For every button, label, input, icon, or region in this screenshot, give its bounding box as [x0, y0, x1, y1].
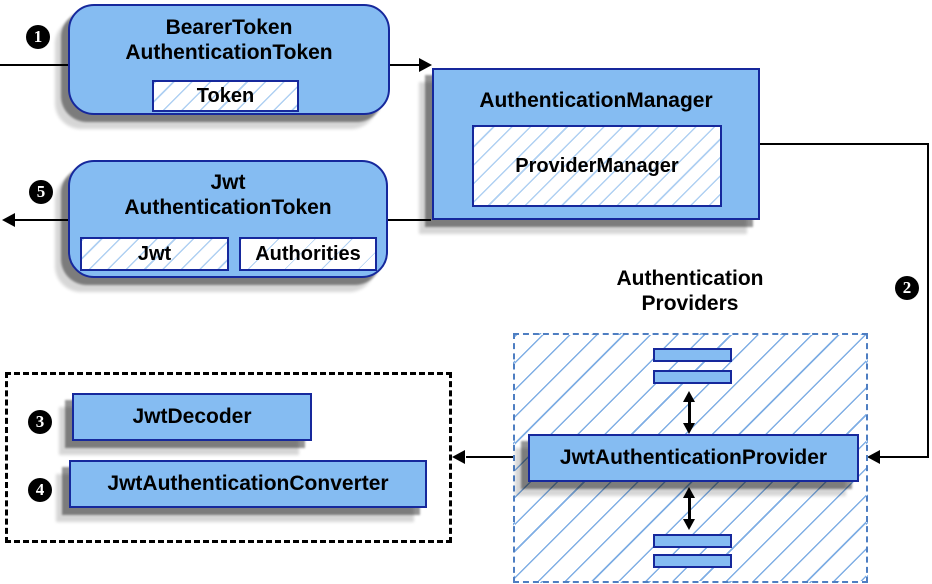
provider-to-decoder-line	[466, 456, 514, 458]
authorities-field-label: Authorities	[255, 242, 361, 265]
step-badge-3: 3	[28, 410, 52, 434]
provider-stack-bar	[653, 370, 732, 384]
double-arrow-down-icon	[683, 423, 695, 434]
incoming-request-line	[0, 64, 68, 66]
authentication-providers-label: Authentication Providers	[580, 266, 800, 316]
double-arrow-line	[688, 400, 691, 426]
jwt-authentication-provider-label: JwtAuthenticationProvider	[559, 446, 828, 469]
manager-to-provider-line-vertical	[927, 143, 929, 458]
jwt-token-title-line2: AuthenticationToken	[124, 196, 332, 219]
authentication-manager-title: AuthenticationManager	[479, 89, 713, 112]
provider-stack-bar	[653, 348, 732, 362]
double-arrow-down-icon	[683, 519, 695, 530]
bearer-token-title-line2: AuthenticationToken	[125, 41, 333, 64]
token-field: Token	[152, 80, 299, 112]
provider-stack-bar	[653, 534, 732, 548]
bearer-token-title-line1: BearerToken	[165, 16, 293, 39]
arrowhead-left-icon	[452, 450, 465, 464]
authorities-field: Authorities	[239, 237, 377, 271]
provider-stack-bar	[653, 554, 732, 568]
jwt-authentication-provider-box: JwtAuthenticationProvider	[528, 434, 859, 482]
step-badge-1: 1	[26, 25, 50, 49]
authentication-providers-label-line1: Authentication	[616, 267, 764, 290]
decoder-converter-group	[5, 372, 452, 543]
jwt-token-title: Jwt AuthenticationToken	[70, 170, 386, 220]
jwt-field-label: Jwt	[137, 242, 172, 265]
double-arrow-line	[688, 496, 691, 522]
bearer-token-title: BearerToken AuthenticationToken	[70, 15, 388, 65]
manager-to-provider-line-bottom	[880, 456, 929, 458]
double-arrow-up-icon	[683, 487, 695, 498]
provider-manager-label: ProviderManager	[515, 154, 679, 177]
jwt-field: Jwt	[80, 237, 229, 271]
provider-manager-box: ProviderManager	[472, 125, 722, 207]
bearer-token-authentication-token-box: BearerToken AuthenticationToken Token	[68, 4, 390, 115]
arrowhead-right-icon	[419, 58, 432, 72]
jwt-authentication-token-box: Jwt AuthenticationToken Jwt Authorities	[68, 160, 388, 278]
jwt-decoder-label: JwtDecoder	[132, 405, 252, 428]
jwt-authentication-converter-label: JwtAuthenticationConverter	[107, 472, 389, 495]
step-badge-4: 4	[28, 478, 52, 502]
double-arrow-up-icon	[683, 391, 695, 402]
step-badge-2: 2	[895, 276, 919, 300]
bearer-to-manager-line	[390, 64, 420, 66]
jwt-decoder-box: JwtDecoder	[72, 393, 312, 441]
authentication-providers-label-line2: Providers	[641, 292, 739, 315]
arrowhead-left-icon	[2, 213, 15, 227]
jwt-authentication-converter-box: JwtAuthenticationConverter	[69, 460, 427, 508]
token-field-label: Token	[196, 84, 255, 107]
arrowhead-left-icon	[867, 450, 880, 464]
manager-to-provider-line-top	[760, 143, 929, 145]
step-badge-5: 5	[29, 180, 53, 204]
jwt-token-title-line1: Jwt	[210, 171, 246, 194]
authentication-manager-box: AuthenticationManager ProviderManager	[432, 68, 760, 220]
